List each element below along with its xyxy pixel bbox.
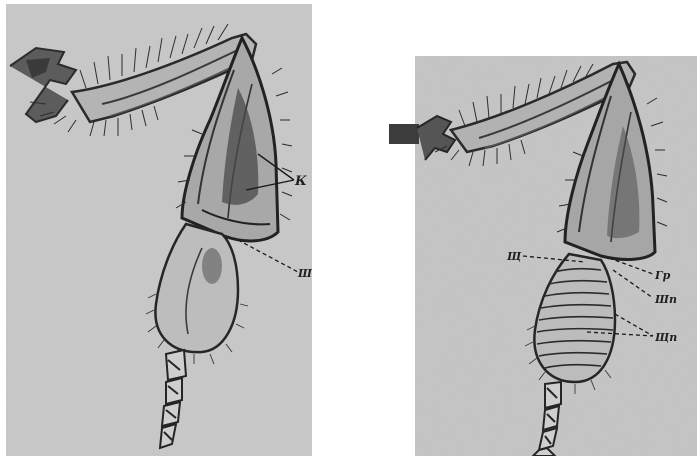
label-shch: Щ	[506, 250, 522, 263]
left-leg-illustration: К Шп	[6, 4, 312, 456]
right-scan-strip	[389, 124, 419, 144]
label-shp-left: Шп	[297, 267, 312, 280]
left-leg-svg: К Шп	[6, 4, 312, 456]
label-shp-right: Шп	[654, 293, 677, 306]
label-shchp-right: Щп	[654, 331, 677, 344]
right-leg-svg: Щ Гр Шп Щп	[389, 56, 697, 456]
label-k: К	[294, 174, 307, 189]
right-leg-illustration: Щ Гр Шп Щп	[389, 56, 697, 456]
label-gr: Гр	[654, 269, 671, 282]
